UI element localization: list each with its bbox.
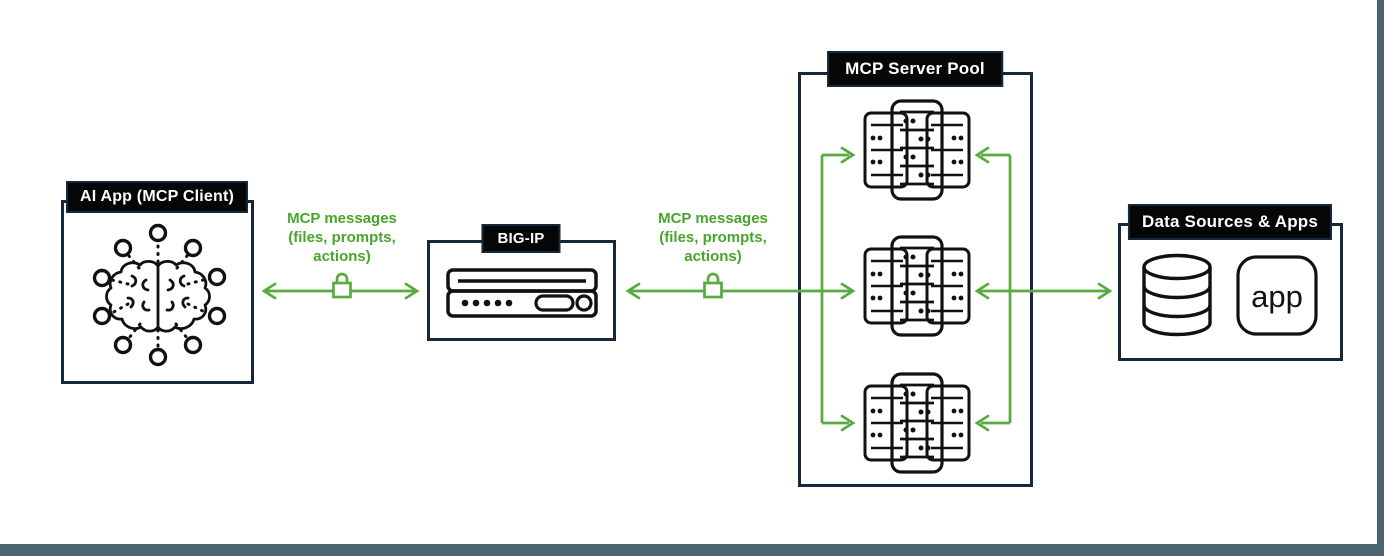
right-frame-edge bbox=[1377, 0, 1384, 556]
link-label-line: (files, prompts, bbox=[659, 229, 767, 246]
node-mcp-server-pool bbox=[798, 72, 1033, 487]
node-ai-app bbox=[61, 200, 254, 384]
link-label-line: actions) bbox=[684, 248, 742, 265]
link-label-line: MCP messages bbox=[658, 210, 768, 227]
link-label-line: MCP messages bbox=[287, 210, 397, 227]
link-label-line: (files, prompts, bbox=[288, 229, 396, 246]
link-label-bigip-pool: MCP messages (files, prompts, actions) bbox=[658, 209, 768, 266]
mcp-server-pool-title: MCP Server Pool bbox=[827, 51, 1003, 87]
ai-app-title: AI App (MCP Client) bbox=[65, 181, 249, 213]
node-data-sources bbox=[1118, 223, 1343, 361]
link-label-client-bigip: MCP messages (files, prompts, actions) bbox=[287, 209, 397, 266]
data-sources-title: Data Sources & Apps bbox=[1127, 204, 1333, 240]
padlock-icon bbox=[703, 272, 723, 299]
link-label-line: actions) bbox=[313, 248, 371, 265]
arrow-client-bigip bbox=[261, 272, 420, 300]
padlock-icon bbox=[332, 272, 352, 299]
node-big-ip bbox=[427, 240, 616, 341]
bottom-frame-edge bbox=[0, 544, 1384, 556]
big-ip-title: BIG-IP bbox=[481, 224, 561, 253]
